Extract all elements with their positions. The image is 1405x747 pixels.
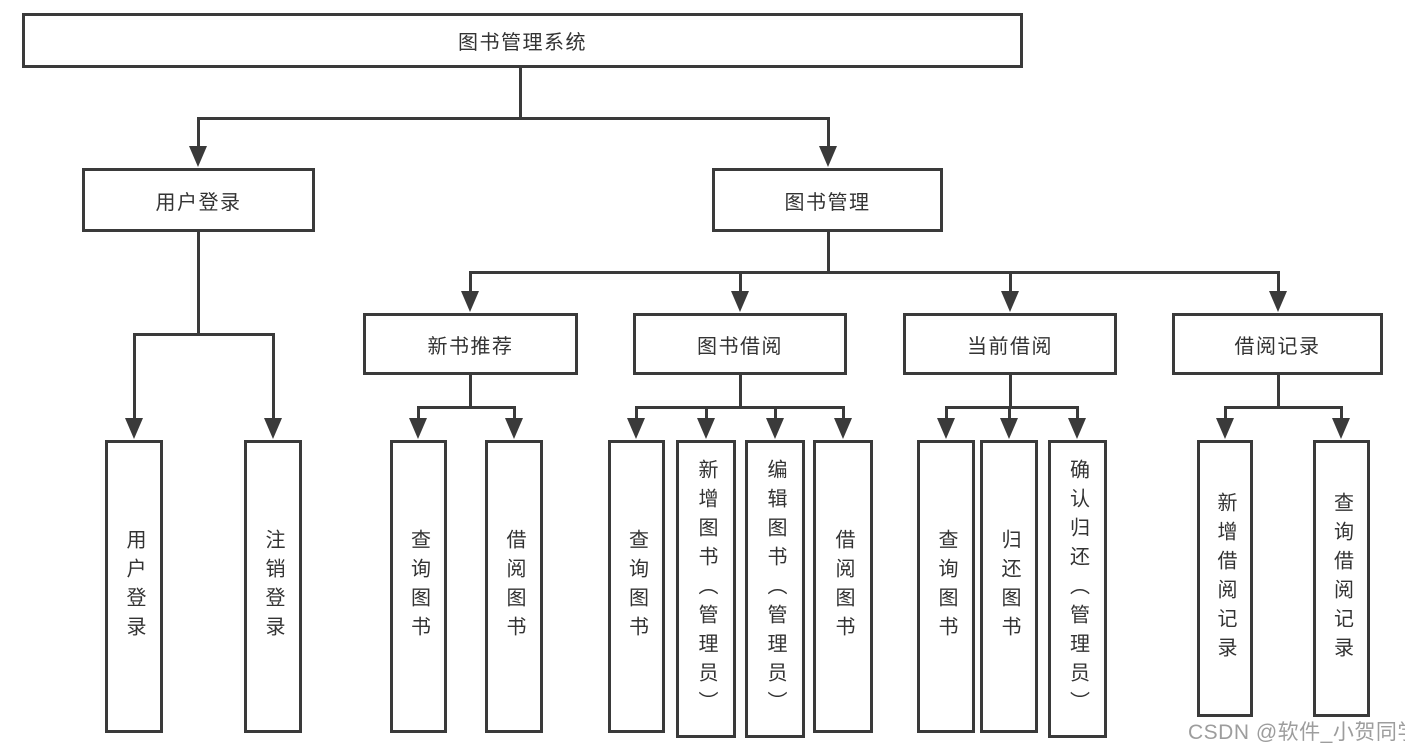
- node-book-borrow-label: 图书借阅: [697, 335, 783, 358]
- watermark: CSDN @软件_小贺同学: [1188, 721, 1405, 744]
- leaf-borrow-books-rec-label: 借阅图书: [503, 528, 525, 645]
- leaf-user-login: 用户登录: [105, 440, 163, 733]
- fork-book-borrow-branch: [634, 406, 845, 409]
- fork-book-mgmt-branch: [468, 271, 1280, 274]
- leaf-add-borrow-record: 新增借阅记录: [1197, 440, 1253, 717]
- fork-current-borrow-drop-1: [1007, 406, 1011, 422]
- fork-borrow-record-drop-1: [1339, 406, 1343, 422]
- fork-user-login-arrowhead-0: [125, 418, 143, 439]
- fork-root-drop-1: [826, 117, 830, 150]
- leaf-add-borrow-record-label: 新增借阅记录: [1214, 491, 1236, 666]
- leaf-query-books-rec-label: 查询图书: [407, 528, 430, 645]
- fork-book-borrow-drop-1: [704, 406, 708, 422]
- fork-book-mgmt-arrowhead-3: [1269, 291, 1287, 312]
- fork-root-branch: [196, 117, 830, 120]
- leaf-query-borrow-record-label: 查询借阅记录: [1330, 491, 1353, 666]
- fork-borrow-record-drop-0: [1223, 406, 1227, 422]
- fork-user-login-stem: [196, 232, 200, 336]
- fork-book-borrow-stem: [738, 375, 742, 409]
- leaf-edit-books-admin-label: 编辑图书（管理员）: [764, 458, 786, 720]
- node-borrow-record: 借阅记录: [1172, 313, 1383, 375]
- fork-book-mgmt-drop-0: [468, 271, 472, 295]
- fork-book-borrow-arrowhead-2: [766, 418, 784, 439]
- fork-book-borrow-arrowhead-3: [834, 418, 852, 439]
- node-new-book-rec-label: 新书推荐: [427, 335, 514, 358]
- node-current-borrow: 当前借阅: [903, 313, 1117, 375]
- leaf-user-login-label: 用户登录: [123, 528, 145, 645]
- node-user-login-label: 用户登录: [155, 191, 242, 214]
- leaf-query-books-current: 查询图书: [917, 440, 975, 733]
- fork-current-borrow-arrowhead-2: [1068, 418, 1086, 439]
- fork-book-borrow-arrowhead-0: [627, 418, 645, 439]
- fork-book-mgmt-drop-1: [738, 271, 742, 295]
- fork-user-login-drop-1: [271, 333, 275, 422]
- fork-book-mgmt-stem: [826, 232, 830, 274]
- fork-current-borrow-arrowhead-1: [1000, 418, 1018, 439]
- leaf-edit-books-admin: 编辑图书（管理员）: [745, 440, 805, 738]
- node-book-borrow: 图书借阅: [633, 313, 847, 375]
- fork-book-mgmt-arrowhead-0: [461, 291, 479, 312]
- fork-book-mgmt-drop-2: [1008, 271, 1012, 295]
- node-root: 图书管理系统: [22, 13, 1023, 68]
- fork-book-borrow-drop-0: [634, 406, 638, 422]
- node-borrow-record-label: 借阅记录: [1234, 335, 1321, 358]
- fork-current-borrow-arrowhead-0: [937, 418, 955, 439]
- node-current-borrow-label: 当前借阅: [967, 335, 1053, 358]
- fork-book-mgmt-arrowhead-2: [1001, 291, 1019, 312]
- leaf-query-books-borrow: 查询图书: [608, 440, 665, 733]
- leaf-borrow-books-borrow-label: 借阅图书: [832, 528, 854, 645]
- fork-user-login-branch: [132, 333, 275, 336]
- fork-book-borrow-drop-3: [841, 406, 845, 422]
- node-book-mgmt-label: 图书管理: [784, 191, 871, 214]
- leaf-confirm-return-admin-label: 确认归还（管理员）: [1066, 458, 1089, 720]
- leaf-query-borrow-record: 查询借阅记录: [1313, 440, 1370, 717]
- fork-current-borrow-branch: [944, 406, 1079, 409]
- fork-new-book-rec-arrowhead-1: [505, 418, 523, 439]
- fork-book-mgmt-arrowhead-1: [731, 291, 749, 312]
- fork-root-drop-0: [196, 117, 200, 150]
- fork-root-arrowhead-1: [819, 146, 837, 167]
- leaf-logout: 注销登录: [244, 440, 302, 733]
- leaf-add-books-admin-label: 新增图书（管理员）: [695, 458, 717, 720]
- leaf-query-books-borrow-label: 查询图书: [625, 528, 648, 645]
- fork-borrow-record-branch: [1223, 406, 1343, 409]
- fork-new-book-rec-stem: [468, 375, 472, 409]
- fork-new-book-rec-drop-1: [512, 406, 516, 422]
- fork-new-book-rec-drop-0: [416, 406, 420, 422]
- fork-book-mgmt-drop-3: [1276, 271, 1280, 295]
- fork-current-borrow-drop-0: [944, 406, 948, 422]
- leaf-borrow-books-rec: 借阅图书: [485, 440, 543, 733]
- fork-root-arrowhead-0: [189, 146, 207, 167]
- leaf-return-books-label: 归还图书: [998, 528, 1020, 645]
- leaf-return-books: 归还图书: [980, 440, 1038, 733]
- leaf-borrow-books-borrow: 借阅图书: [813, 440, 873, 733]
- node-root-label: 图书管理系统: [458, 32, 587, 54]
- leaf-query-books-rec: 查询图书: [390, 440, 447, 733]
- fork-current-borrow-stem: [1008, 375, 1012, 409]
- fork-root-stem: [518, 68, 522, 120]
- node-book-mgmt: 图书管理: [712, 168, 943, 232]
- leaf-add-books-admin: 新增图书（管理员）: [676, 440, 736, 738]
- fork-book-borrow-arrowhead-1: [697, 418, 715, 439]
- fork-book-borrow-drop-2: [773, 406, 777, 422]
- node-user-login: 用户登录: [82, 168, 315, 232]
- fork-new-book-rec-branch: [416, 406, 516, 409]
- fork-user-login-arrowhead-1: [264, 418, 282, 439]
- fork-user-login-drop-0: [132, 333, 136, 422]
- fork-current-borrow-drop-2: [1075, 406, 1079, 422]
- fork-borrow-record-arrowhead-1: [1332, 418, 1350, 439]
- node-new-book-rec: 新书推荐: [363, 313, 578, 375]
- fork-borrow-record-stem: [1276, 375, 1280, 409]
- fork-new-book-rec-arrowhead-0: [409, 418, 427, 439]
- leaf-logout-label: 注销登录: [262, 528, 284, 645]
- fork-borrow-record-arrowhead-0: [1216, 418, 1234, 439]
- leaf-query-books-current-label: 查询图书: [935, 528, 957, 645]
- leaf-confirm-return-admin: 确认归还（管理员）: [1048, 440, 1107, 738]
